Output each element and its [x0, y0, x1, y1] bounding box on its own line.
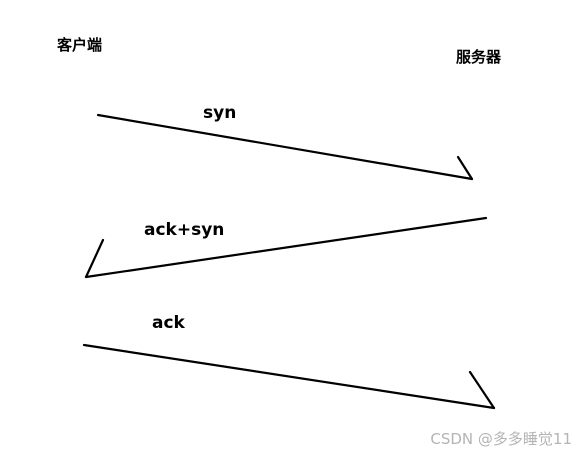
arrow-ack [82, 343, 496, 410]
actor-client-label: 客户端 [57, 36, 103, 54]
watermark: CSDN @多多睡觉11 [430, 430, 572, 448]
message-syn-label: syn [203, 103, 237, 123]
arrow-syn [96, 113, 474, 181]
arrow-ack-shaft [82, 343, 496, 410]
message-ack-label: ack [152, 313, 185, 333]
arrow-ack-syn-shaft [84, 216, 488, 279]
arrow-ack-syn [84, 216, 488, 279]
message-ack-syn-label: ack+syn [144, 220, 225, 240]
arrow-ack-head [468, 370, 496, 410]
actor-server-label: 服务器 [456, 48, 502, 66]
arrow-syn-shaft [96, 113, 474, 181]
arrow-syn-head [456, 155, 474, 181]
arrow-ack-syn-head [84, 238, 105, 279]
